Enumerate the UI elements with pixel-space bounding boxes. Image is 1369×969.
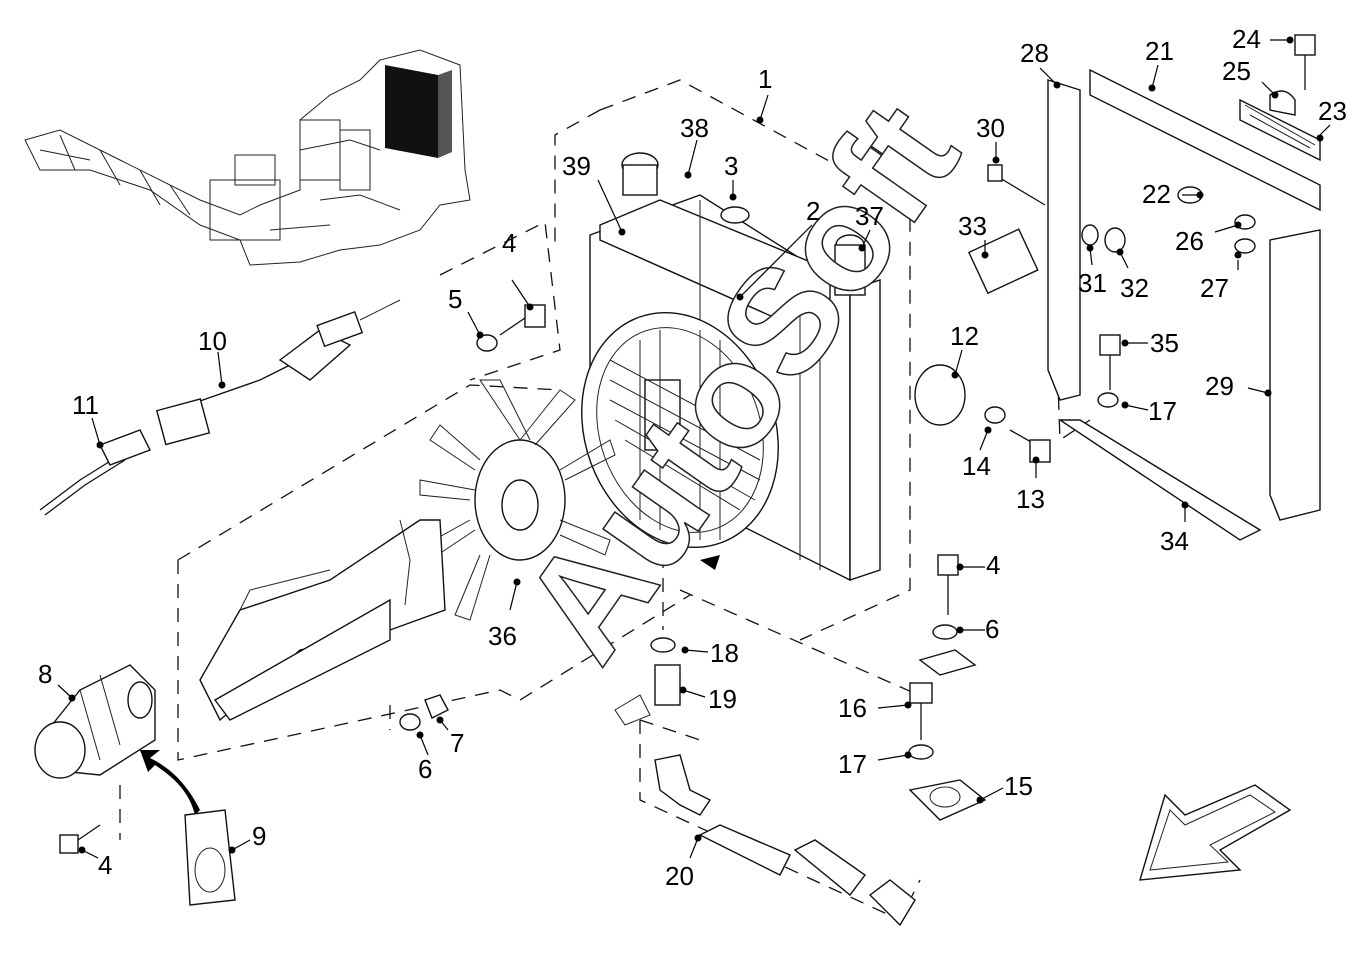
callout-6-bottom: 6 (418, 754, 432, 784)
cooling-fan (419, 379, 616, 621)
side-panels-frame (914, 68, 1321, 541)
callout-9: 9 (252, 821, 266, 851)
callout-30: 30 (976, 113, 1005, 143)
callout-18: 18 (710, 638, 739, 668)
callout-4-bottom: 4 (98, 850, 112, 880)
hardware-fasteners (59, 34, 1316, 854)
callout-5: 5 (448, 284, 462, 314)
hydraulic-motor (34, 664, 156, 779)
callout-1: 1 (758, 64, 772, 94)
callout-19: 19 (708, 684, 737, 714)
callout-10: 10 (198, 326, 227, 356)
callout-35: 35 (1150, 328, 1179, 358)
callout-26: 26 (1175, 226, 1204, 256)
callout-17-right: 17 (1148, 396, 1177, 426)
callout-29: 29 (1205, 371, 1234, 401)
machine-overview-illustration (24, 49, 471, 266)
callout-22: 22 (1142, 179, 1171, 209)
callout-8: 8 (38, 659, 52, 689)
callout-39: 39 (562, 151, 591, 181)
callout-36: 36 (488, 621, 517, 651)
callout-17-bottom: 17 (838, 749, 867, 779)
callout-31: 31 (1078, 268, 1107, 298)
orientation-arrow (1139, 784, 1292, 881)
callout-3: 3 (724, 151, 738, 181)
callout-6-right: 6 (985, 614, 999, 644)
radiator-cooler (581, 152, 881, 582)
callout-labels: 1 2 3 4 4 4 5 6 6 7 8 9 10 11 12 13 14 (38, 24, 1347, 891)
coolant-hose (654, 754, 916, 927)
callout-27: 27 (1200, 273, 1229, 303)
callout-16: 16 (838, 693, 867, 723)
callout-14: 14 (962, 451, 991, 481)
callout-24: 24 (1232, 24, 1261, 54)
callout-7: 7 (450, 728, 464, 758)
callout-4-top: 4 (502, 228, 516, 258)
callout-2: 2 (806, 196, 820, 226)
callout-38: 38 (680, 113, 709, 143)
installation-arrow (140, 750, 236, 906)
callout-12: 12 (950, 321, 979, 351)
callout-25: 25 (1222, 56, 1251, 86)
callout-20: 20 (665, 861, 694, 891)
callout-34: 34 (1160, 526, 1189, 556)
fan-motor-bracket (199, 519, 446, 722)
callout-28: 28 (1020, 38, 1049, 68)
callout-37: 37 (855, 201, 884, 231)
callout-23: 23 (1318, 96, 1347, 126)
hose-cable-assembly (39, 299, 401, 516)
callout-15: 15 (1004, 771, 1033, 801)
callout-32: 32 (1120, 273, 1149, 303)
callout-4-right: 4 (986, 550, 1000, 580)
callout-21: 21 (1145, 36, 1174, 66)
callout-33: 33 (958, 211, 987, 241)
callout-11: 11 (72, 390, 99, 420)
callout-13: 13 (1016, 484, 1045, 514)
